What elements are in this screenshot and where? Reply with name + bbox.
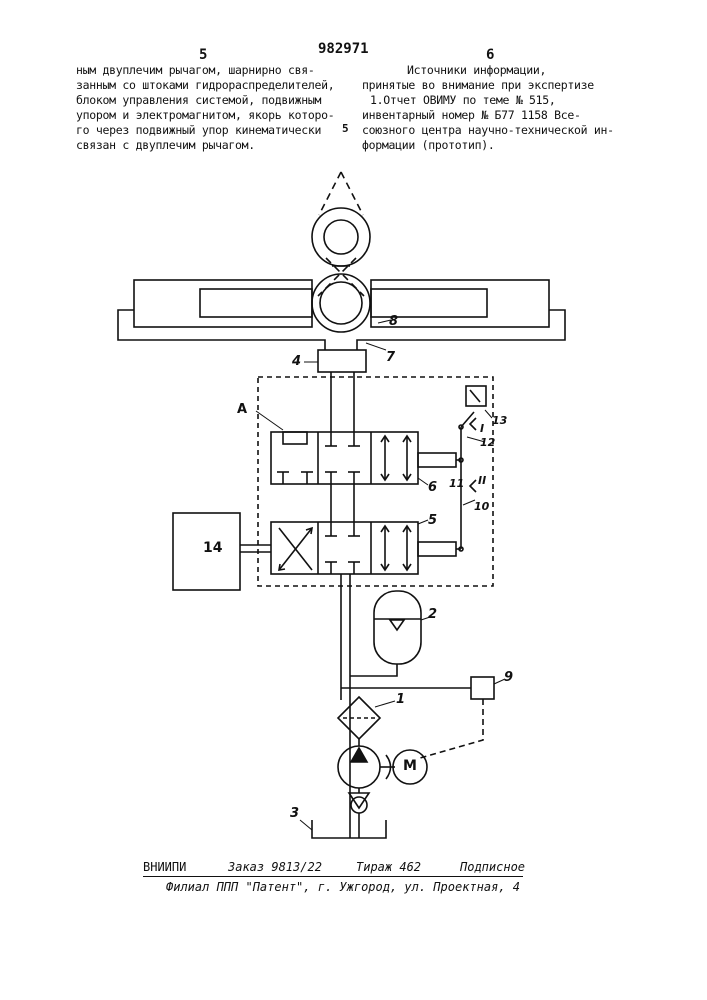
label-4: 4 xyxy=(292,354,301,369)
label-6: 6 xyxy=(428,480,437,495)
label-I: I xyxy=(480,422,484,435)
label-9: 9 xyxy=(504,670,513,685)
footer-circulation: Тираж 462 xyxy=(356,860,421,874)
lever-8 xyxy=(312,208,370,332)
check-valve xyxy=(349,793,369,813)
hydraulic-cylinders xyxy=(118,280,565,350)
footer-subscription: Подписное xyxy=(460,860,525,874)
label-11: 11 xyxy=(449,477,464,490)
label-13: 13 xyxy=(492,414,507,427)
leader-lines xyxy=(256,320,505,830)
label-12: 12 xyxy=(480,436,495,449)
filter-1 xyxy=(338,697,380,739)
pump xyxy=(338,746,395,788)
footer-order: Заказ 9813/22 xyxy=(228,860,322,874)
label-1: 1 xyxy=(396,692,405,707)
block-4 xyxy=(318,350,366,372)
label-2: 2 xyxy=(428,607,437,622)
pressure-switch-9 xyxy=(471,677,494,699)
label-M: M xyxy=(403,758,417,774)
label-8: 8 xyxy=(389,314,398,329)
distributor-5 xyxy=(240,522,456,574)
tank-3 xyxy=(312,820,386,838)
two-arm-lever-10 xyxy=(456,386,486,551)
label-3: 3 xyxy=(290,806,299,821)
label-10: 10 xyxy=(474,500,489,513)
label-II: II xyxy=(478,474,486,487)
accumulator-2 xyxy=(350,591,421,676)
footer-org: ВНИИПИ xyxy=(143,860,186,874)
label-5: 5 xyxy=(428,513,437,528)
label-14: 14 xyxy=(203,540,222,556)
label-7: 7 xyxy=(386,350,395,365)
footer-branch: Филиал ППП "Патент", г. Ужгород, ул. Про… xyxy=(166,880,520,894)
distributor-6 xyxy=(271,432,456,484)
footer-rule xyxy=(143,876,523,877)
label-A: A xyxy=(237,402,247,417)
